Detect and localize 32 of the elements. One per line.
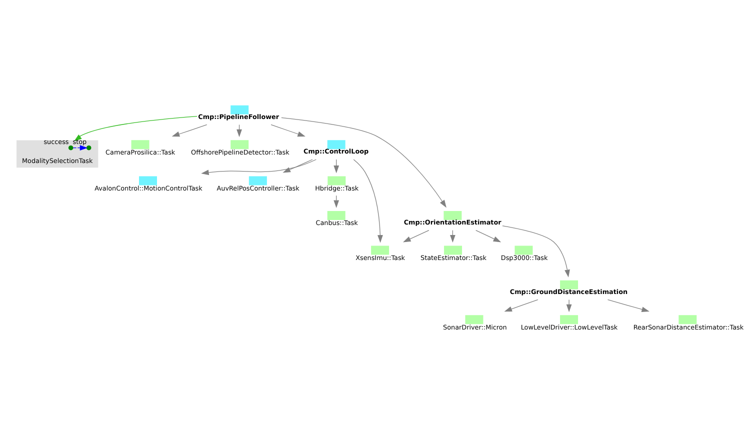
arrow — [172, 124, 208, 137]
node-box — [678, 315, 697, 324]
arrow — [353, 159, 383, 243]
node-box — [560, 315, 578, 324]
node-box — [131, 140, 150, 150]
node-box — [465, 315, 484, 324]
node-box — [444, 246, 462, 255]
node-circle — [86, 145, 92, 150]
arrow — [566, 299, 572, 312]
arrow — [281, 117, 446, 208]
arrow — [282, 159, 313, 173]
node-box — [248, 176, 267, 186]
node-box — [444, 211, 462, 220]
node-box — [230, 105, 249, 114]
arrow — [502, 225, 570, 278]
node-box — [139, 176, 157, 186]
arrow — [607, 299, 650, 312]
node-box — [230, 140, 249, 150]
node-box — [560, 280, 578, 290]
arrow — [72, 145, 88, 151]
node-box — [514, 246, 533, 255]
arrow — [476, 230, 502, 242]
node-box — [327, 140, 346, 150]
arrow — [504, 299, 538, 312]
node-box — [328, 176, 346, 186]
arrow — [270, 124, 306, 137]
node-box — [327, 211, 346, 220]
arrow — [201, 159, 316, 176]
node-box — [371, 246, 390, 255]
arrow — [403, 230, 430, 242]
node-circle — [68, 145, 74, 150]
arrow — [74, 116, 198, 142]
